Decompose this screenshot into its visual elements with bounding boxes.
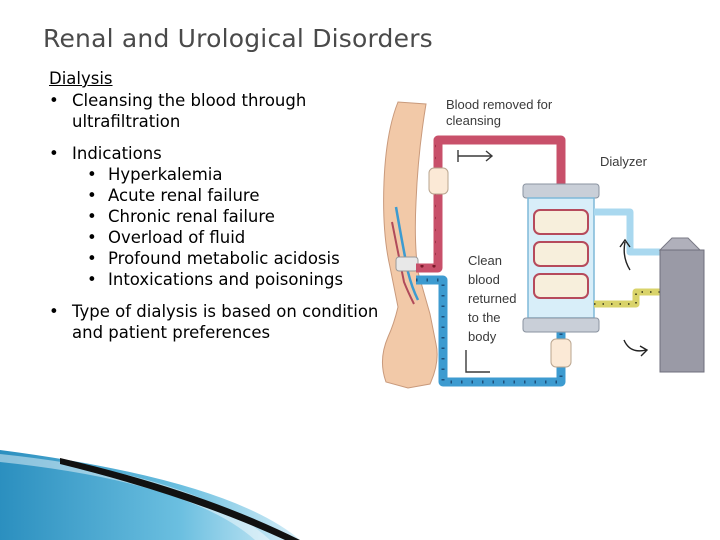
bullet-marker: •	[87, 165, 97, 184]
dialysate-in-tube	[594, 208, 660, 256]
blood-removed-label: Blood removed for	[446, 97, 553, 112]
bullet-marker: •	[87, 249, 97, 268]
blood-removed-label-2: cleansing	[446, 113, 501, 128]
clean-blood-label-1: Clean	[468, 253, 502, 268]
section-heading: Dialysis	[49, 69, 113, 88]
needle-tape	[395, 256, 419, 272]
sub-bullet-text: Hyperkalemia	[108, 165, 223, 184]
sub-bullet-item: • Intoxications and poisonings	[49, 269, 379, 290]
sub-bullet-item: • Overload of fluid	[49, 227, 379, 248]
sub-bullet-item: • Acute renal failure	[49, 185, 379, 206]
dialysis-diagram: Blood removed for cleansing Dialyzer Cle…	[382, 97, 705, 389]
bullet-marker: •	[87, 186, 97, 205]
drip-chamber	[550, 338, 572, 368]
decorative-swoosh	[0, 450, 300, 540]
bullet-item: • Type of dialysis is based on condition…	[49, 301, 379, 343]
clean-blood-label-3: returned	[468, 291, 516, 306]
sub-bullet-text: Chronic renal failure	[108, 207, 275, 226]
sub-bullet-item: • Hyperkalemia	[49, 164, 379, 185]
artery-line	[391, 221, 415, 305]
clean-blood-label-5: body	[468, 329, 497, 344]
clean-blood-label-2: blood	[468, 272, 500, 287]
bullet-marker: •	[49, 91, 59, 110]
curved-arrow-icon	[619, 238, 631, 271]
sub-bullet-item: • Profound metabolic acidosis	[49, 248, 379, 269]
bullet-marker: •	[87, 228, 97, 247]
pump-chamber	[428, 167, 449, 195]
return-arrow-icon	[465, 350, 490, 373]
vein-line	[394, 206, 420, 301]
dialysis-machine	[658, 237, 705, 373]
sub-bullet-text: Profound metabolic acidosis	[108, 249, 340, 268]
bullet-text: Type of dialysis is based on condition a…	[72, 302, 379, 342]
bullet-item: • Cleansing the blood through ultrafiltr…	[49, 90, 379, 132]
sub-bullet-text: Intoxications and poisonings	[108, 270, 344, 289]
bullet-marker: •	[87, 270, 97, 289]
slide-title: Renal and Urological Disorders	[43, 24, 433, 53]
sub-bullet-text: Overload of fluid	[108, 228, 246, 247]
curved-arrow-icon	[623, 339, 649, 357]
dialysate-out-tube	[594, 288, 660, 308]
bullet-item: • Indications	[49, 143, 379, 164]
sub-bullet-item: • Chronic renal failure	[49, 206, 379, 227]
clean-blood-label-4: to the	[468, 310, 501, 325]
bullet-marker: •	[87, 207, 97, 226]
bullet-marker: •	[49, 302, 59, 321]
dialyzer-unit	[522, 183, 600, 333]
bullet-text: Indications	[72, 144, 162, 163]
flow-arrow-icon	[457, 150, 494, 162]
arm-illustration	[382, 101, 438, 389]
slide-content: Dialysis • Cleansing the blood through u…	[49, 68, 379, 343]
bullet-marker: •	[49, 144, 59, 163]
dialyzer-label: Dialyzer	[600, 154, 648, 169]
bullet-text: Cleansing the blood through ultrafiltrat…	[72, 91, 307, 131]
sub-bullet-text: Acute renal failure	[108, 186, 260, 205]
